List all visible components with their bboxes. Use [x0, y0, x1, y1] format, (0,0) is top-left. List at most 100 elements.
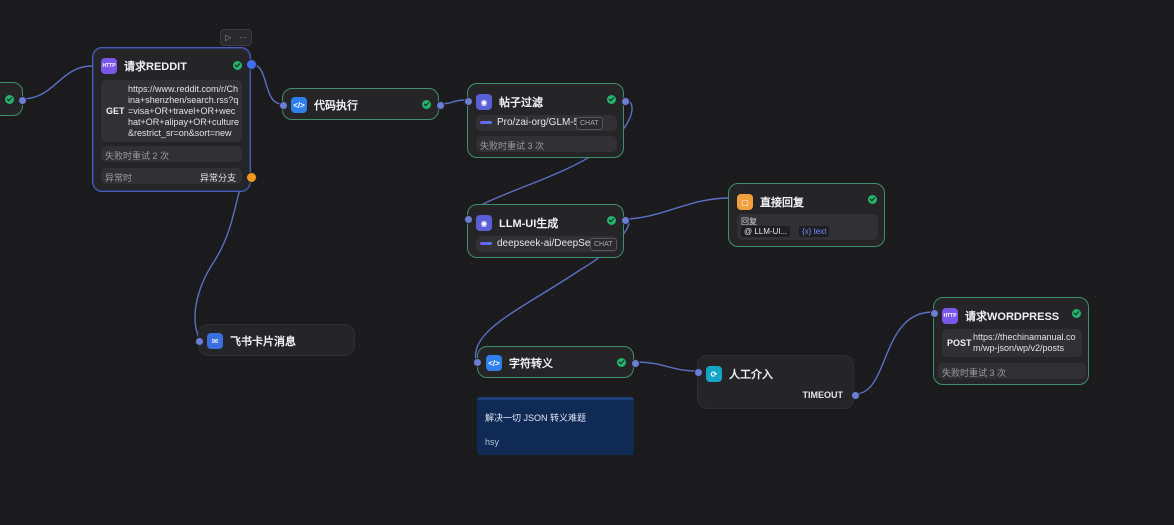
- code-icon: </>: [291, 97, 307, 113]
- edge-reddit-feishu: [194, 176, 251, 341]
- node-http-reddit[interactable]: HTTP 请求REDDIT GET https://www.reddit.com…: [92, 47, 257, 192]
- status-success-icon: [617, 358, 626, 367]
- node-title: 人工介入: [729, 369, 773, 381]
- node-title: LLM-UI生成: [499, 218, 559, 230]
- node-header: HTTP 请求WORDPRESS: [942, 306, 1059, 326]
- model-provider-icon: [480, 242, 492, 245]
- code-icon: </>: [486, 355, 502, 371]
- model-provider-icon: [480, 121, 492, 124]
- output-port[interactable]: [436, 101, 445, 110]
- node-title: 字符转义: [509, 358, 553, 370]
- edge-prev-reddit: [21, 65, 93, 100]
- feishu-icon: ✉: [207, 333, 223, 349]
- error-branch-port[interactable]: [246, 172, 257, 183]
- node-toolbar: ▷ ···: [220, 29, 252, 46]
- node-header: ✉ 飞书卡片消息: [207, 331, 296, 351]
- input-port[interactable]: [930, 309, 939, 318]
- status-success-icon: [233, 61, 242, 70]
- node-char-escape[interactable]: </> 字符转义: [477, 346, 634, 378]
- edge-llm-reply: [623, 197, 729, 220]
- node-header: ▢ 直接回复: [737, 192, 804, 212]
- model-label: deepseek-ai/DeepSe...: [497, 238, 599, 249]
- add-next-port[interactable]: [246, 59, 257, 70]
- retry-row: 失败时重试 3 次: [476, 136, 617, 152]
- input-port[interactable]: [694, 368, 703, 377]
- node-direct-reply[interactable]: ▢ 直接回复 回复 @ LLM-UI... {x} text: [728, 183, 885, 247]
- model-row: Pro/zai-org/GLM-5 CHAT: [476, 115, 617, 131]
- status-success-icon: [607, 95, 616, 104]
- input-port[interactable]: [464, 97, 473, 106]
- node-header: ◉ 帖子过滤: [476, 92, 543, 112]
- edge-reddit-code: [250, 63, 283, 105]
- reply-ref-node: @ LLM-UI...: [741, 226, 791, 237]
- http-icon: HTTP: [101, 58, 117, 74]
- reply-box: 回复 @ LLM-UI... {x} text: [737, 214, 878, 240]
- node-http-wordpress[interactable]: HTTP 请求WORDPRESS POST https://thechinama…: [933, 297, 1089, 385]
- node-title: 请求WORDPRESS: [965, 311, 1060, 323]
- status-success-icon: [422, 100, 431, 109]
- request-box: POST https://thechinamanual.com/wp-json/…: [942, 329, 1082, 357]
- request-url: https://thechinamanual.com/wp-json/wp/v2…: [973, 332, 1076, 353]
- request-box: GET https://www.reddit.com/r/China+shenz…: [101, 80, 242, 142]
- retry-text: 失败时重试 3 次: [942, 368, 1007, 378]
- output-port[interactable]: [851, 391, 860, 400]
- input-port[interactable]: [18, 96, 27, 105]
- node-llm-post-filter[interactable]: ◉ 帖子过滤 Pro/zai-org/GLM-5 CHAT 失败时重试 3 次: [467, 83, 624, 158]
- output-port[interactable]: [621, 216, 630, 225]
- model-name: Pro/zai-org/GLM-5: [480, 117, 579, 128]
- node-header: </> 字符转义: [486, 353, 553, 373]
- input-port[interactable]: [473, 358, 482, 367]
- node-header: HTTP 请求REDDIT: [101, 56, 187, 76]
- sticky-note[interactable]: 解决一切 JSON 转义难题 hsy: [477, 397, 634, 455]
- node-title: 帖子过滤: [499, 97, 543, 109]
- llm-icon: ◉: [476, 215, 492, 231]
- note-author: hsy: [485, 437, 500, 447]
- retry-text: 失败时重试 3 次: [480, 141, 545, 151]
- node-title: 飞书卡片消息: [230, 336, 296, 348]
- model-row: deepseek-ai/DeepSe... CHAT: [476, 236, 617, 252]
- llm-icon: ◉: [476, 94, 492, 110]
- reply-icon: ▢: [737, 194, 753, 210]
- input-port[interactable]: [195, 337, 204, 346]
- http-icon: HTTP: [942, 308, 958, 324]
- status-success-icon: [5, 95, 14, 104]
- request-url: https://www.reddit.com/r/China+shenzhen/…: [128, 84, 240, 138]
- retry-text: 失败时重试 2 次: [105, 151, 170, 161]
- node-title: 请求REDDIT: [124, 61, 187, 73]
- retry-row: 失败时重试 3 次: [938, 363, 1086, 379]
- node-code-exec[interactable]: </> 代码执行: [282, 88, 439, 120]
- output-port[interactable]: [631, 359, 640, 368]
- node-header: ◉ LLM-UI生成: [476, 213, 558, 233]
- node-header: ⟳ 人工介入: [706, 364, 773, 384]
- error-label: 异常时: [105, 173, 133, 183]
- node-title: 直接回复: [760, 197, 804, 209]
- edge-escape-human: [633, 361, 698, 372]
- status-success-icon: [607, 216, 616, 225]
- error-row: 异常时 异常分支: [101, 168, 242, 184]
- retry-row: 失败时重试 2 次: [101, 146, 242, 162]
- chat-badge: CHAT: [576, 117, 603, 130]
- model-name: deepseek-ai/DeepSe...: [480, 238, 599, 249]
- run-icon[interactable]: ▷: [224, 33, 232, 42]
- node-human-intervention[interactable]: ⟳ 人工介入 TIMEOUT: [697, 355, 854, 409]
- output-port[interactable]: [621, 97, 630, 106]
- status-success-icon: [1072, 309, 1081, 318]
- human-review-icon: ⟳: [706, 366, 722, 382]
- http-method: POST: [947, 338, 972, 348]
- node-llm-ui-generate[interactable]: ◉ LLM-UI生成 deepseek-ai/DeepSe... CHAT: [467, 204, 624, 258]
- timeout-branch-label: TIMEOUT: [802, 390, 844, 400]
- node-title: 代码执行: [314, 100, 358, 112]
- status-success-icon: [868, 195, 877, 204]
- input-port[interactable]: [279, 101, 288, 110]
- chat-badge: CHAT: [590, 238, 617, 251]
- http-method: GET: [106, 106, 125, 116]
- model-label: Pro/zai-org/GLM-5: [497, 117, 580, 128]
- more-icon[interactable]: ···: [239, 33, 248, 42]
- reply-label: 回复: [741, 217, 757, 226]
- reply-ref-var: {x} text: [799, 226, 830, 237]
- edge-human-wordpress: [854, 311, 934, 395]
- error-branch-label: 异常分支: [199, 173, 236, 183]
- input-port[interactable]: [464, 215, 473, 224]
- node-feishu-card[interactable]: ✉ 飞书卡片消息: [198, 324, 355, 356]
